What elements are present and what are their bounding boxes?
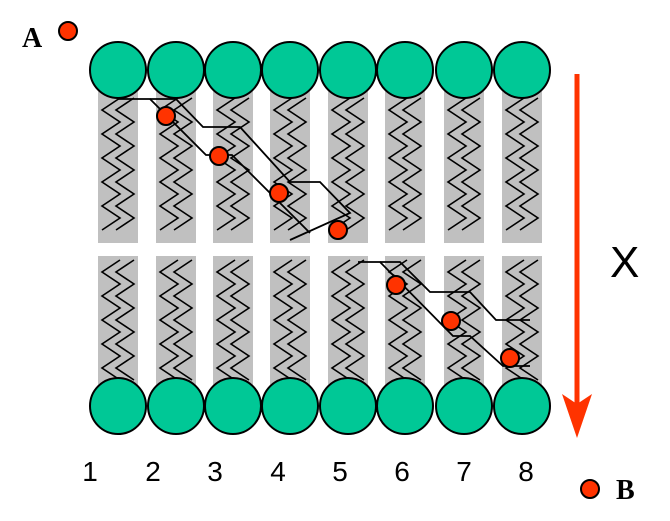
tail-bottom-1-1	[100, 259, 122, 381]
tail-top-3-1	[215, 97, 237, 231]
path-segment-1	[118, 98, 311, 234]
tail-zigzags	[100, 97, 540, 381]
tail-top-7-1	[446, 97, 468, 231]
head-bottom-1	[89, 377, 147, 435]
end-label: B	[616, 475, 635, 506]
tail-top-4-1	[272, 97, 294, 231]
tail-bottom-1-2	[114, 259, 136, 381]
head-top-4	[261, 41, 319, 99]
particle-2	[209, 146, 229, 166]
tail-bottom-5-1	[330, 259, 352, 381]
tail-top-8-2	[518, 97, 540, 231]
head-bottom-3	[204, 377, 262, 435]
lipid-number-4: 4	[270, 456, 286, 487]
tail-top-2-2	[172, 97, 194, 231]
head-top-7	[435, 41, 493, 99]
start-label: A	[22, 23, 43, 54]
head-bottom-2	[147, 377, 205, 435]
outer-leaflet-heads	[89, 41, 551, 99]
tail-top-6-1	[387, 97, 409, 231]
tail-bottom-5-2	[344, 259, 366, 381]
head-bottom-4	[261, 377, 319, 435]
head-top-2	[147, 41, 205, 99]
lipid-number-3: 3	[207, 456, 223, 487]
particle-3	[269, 183, 289, 203]
tail-top-7-2	[460, 97, 482, 231]
lipid-number-5: 5	[332, 456, 348, 487]
tail-top-1-2	[114, 97, 136, 231]
particle-6	[441, 311, 461, 331]
head-top-8	[493, 41, 551, 99]
head-bottom-7	[435, 377, 493, 435]
particle-a	[58, 21, 78, 41]
tail-top-4-2	[286, 97, 308, 231]
tail-bottom-2-1	[158, 259, 180, 381]
tail-top-5-1	[330, 97, 352, 231]
lipid-number-1: 1	[82, 456, 98, 487]
particle-4	[328, 220, 348, 240]
particles	[156, 106, 520, 368]
lipid-number-7: 7	[456, 456, 472, 487]
tail-bottom-6-2	[401, 259, 423, 381]
head-bottom-6	[376, 377, 434, 435]
tail-bottom-3-1	[215, 259, 237, 381]
tail-bottom-2-2	[172, 259, 194, 381]
direction-arrow	[562, 74, 592, 438]
head-bottom-5	[319, 377, 377, 435]
arrow-label: X	[610, 238, 639, 287]
lipid-number-6: 6	[394, 456, 410, 487]
tail-top-5-2	[344, 97, 366, 231]
tail-top-1-1	[100, 97, 122, 231]
head-top-1	[89, 41, 147, 99]
lipid-numbers: 1 2 3 4 5 6 7 8	[82, 456, 534, 487]
tail-bottom-3-2	[229, 259, 251, 381]
particle-7	[500, 348, 520, 368]
head-bottom-8	[493, 377, 551, 435]
tail-top-6-2	[401, 97, 423, 231]
head-top-3	[204, 41, 262, 99]
path-segment-2	[150, 98, 352, 241]
particle-b	[580, 479, 600, 499]
lipid-number-2: 2	[145, 456, 161, 487]
path-segment-4	[380, 261, 530, 321]
head-top-5	[319, 41, 377, 99]
tail-top-8-1	[504, 97, 526, 231]
particle-5	[386, 275, 406, 295]
tail-bottom-4-2	[286, 259, 308, 381]
lipid-number-8: 8	[518, 456, 534, 487]
head-top-6	[376, 41, 434, 99]
tail-bottom-4-1	[272, 259, 294, 381]
inner-leaflet-heads	[89, 377, 551, 435]
particle-1	[156, 106, 176, 126]
tail-bottom-7-2	[460, 259, 482, 381]
tail-bands	[98, 88, 542, 388]
